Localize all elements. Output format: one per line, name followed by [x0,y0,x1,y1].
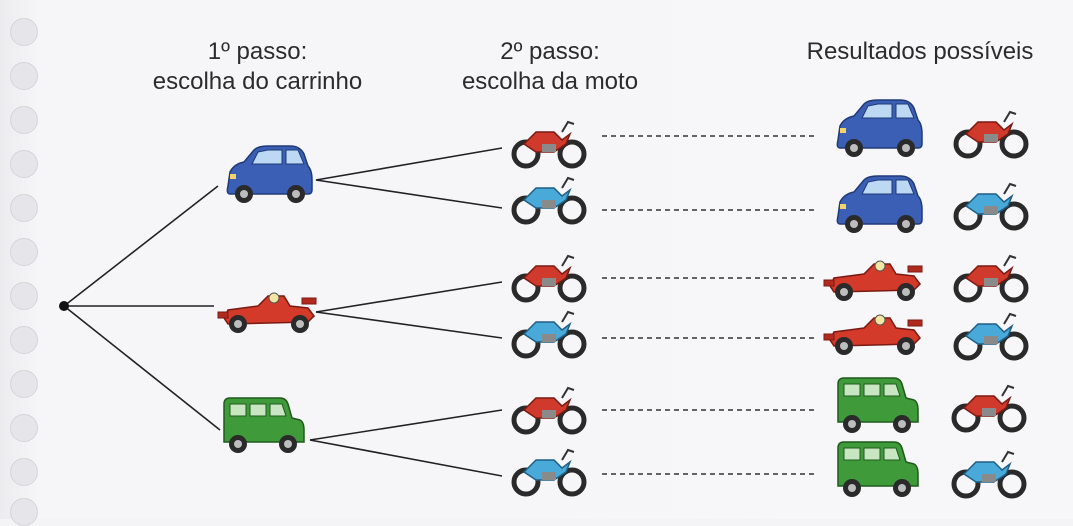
results-header: Resultados possíveis [770,37,1070,67]
blue-motorcycle-icon [514,450,584,494]
red-racecar-icon [823,314,923,356]
binding-hole [10,282,38,310]
blue-motorcycle-icon [954,452,1024,496]
binding-hole [10,150,38,178]
green-jeep-icon [837,377,919,434]
step1-subtitle: escolha do carrinho [152,68,363,95]
binding-hole [10,414,38,442]
blue-car-icon [836,99,923,158]
binding-hole [10,458,38,486]
step1-title: 1º passo: [207,38,308,65]
binding-hole [10,62,38,90]
red-motorcycle-icon [514,256,584,300]
red-motorcycle-icon [956,256,1026,300]
red-racecar-icon [217,292,317,334]
red-motorcycle-icon [514,388,584,432]
binding-hole [10,238,38,266]
binding-hole [10,326,38,354]
binding-hole [10,18,38,46]
binding-hole [10,370,38,398]
branch-lines [63,147,503,477]
binding-hole [10,194,38,222]
blue-motorcycle-icon [956,184,1026,228]
results-title: Resultados possíveis [806,38,1034,65]
blue-car-icon [226,145,313,204]
root-node [59,301,69,311]
blue-car-icon [836,175,923,234]
step2-header: 2º passo: escolha da moto [420,37,680,97]
red-motorcycle-icon [956,112,1026,156]
step1-header: 1º passo: escolha do carrinho [110,37,405,97]
blue-motorcycle-icon [956,314,1026,358]
step2-title: 2º passo: [500,38,600,65]
red-motorcycle-icon [954,386,1024,430]
green-jeep-icon [837,441,919,498]
dashed-connectors [602,135,818,475]
blue-motorcycle-icon [514,312,584,356]
green-jeep-icon [223,397,305,454]
red-motorcycle-icon [514,122,584,166]
step2-subtitle: escolha da moto [461,68,639,95]
binding-hole [10,106,38,134]
blue-motorcycle-icon [514,178,584,222]
red-racecar-icon [823,260,923,302]
